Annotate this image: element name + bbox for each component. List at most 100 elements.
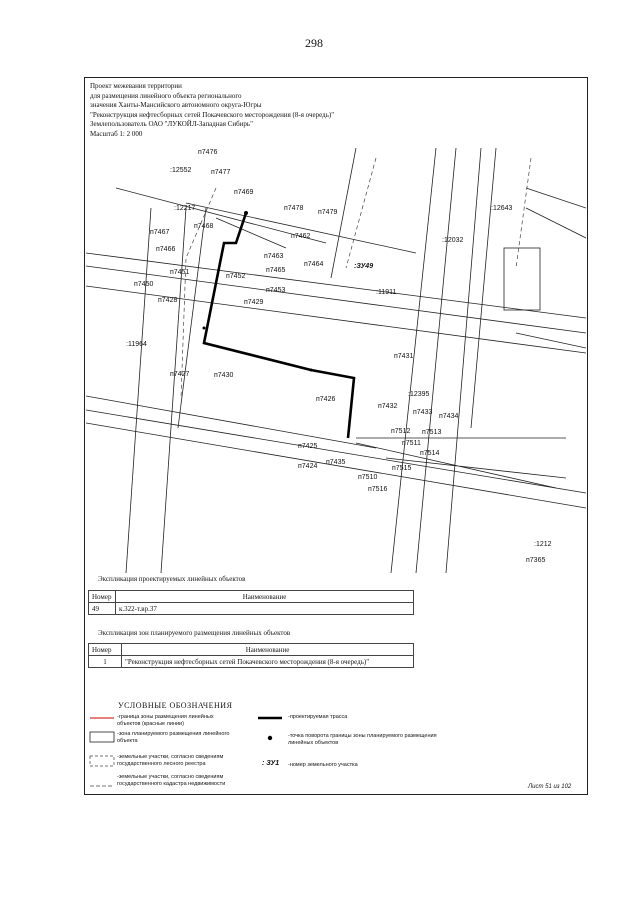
- table-cell: "Реконструкция нефтесборных сетей Покаче…: [121, 655, 414, 668]
- road-edge: [115, 187, 327, 244]
- road-edge: [215, 217, 287, 249]
- point-label: п7435: [326, 459, 345, 466]
- parcel-label: :11911: [376, 289, 396, 296]
- point-labels: п7476 п7477 п7469 п7478 п7479 п7468 п7462 п7467…: [134, 149, 545, 564]
- cadastre-boundary: [180, 187, 217, 399]
- legend-item: -точка поворота границы зоны планируемог…: [288, 733, 437, 746]
- point-label: п7469: [234, 189, 253, 196]
- legend-item: -номер земельного участка: [288, 762, 358, 768]
- road-edge: [86, 422, 586, 509]
- table-header-row: Номер Наименование: [88, 643, 414, 656]
- road-edge: [86, 395, 377, 449]
- point-label: п7429: [244, 299, 263, 306]
- point-label: п7452: [226, 273, 245, 280]
- point-label: п7433: [413, 409, 432, 416]
- table-row: 1 "Реконструкция нефтесборных сетей Пока…: [88, 655, 414, 668]
- page-number: 298: [305, 36, 323, 50]
- point-label: п7476: [198, 149, 217, 156]
- forest-parcel-symbol: [89, 755, 115, 767]
- parcel-edge: [515, 187, 586, 349]
- point-label: п7450: [134, 281, 153, 288]
- point-label: п7513: [422, 429, 441, 436]
- scale-line: Масштаб 1: 2 000: [90, 129, 143, 138]
- point-label: п7512: [391, 428, 410, 435]
- point-label: п7466: [156, 246, 175, 253]
- linear-objects-table: Номер Наименование 49 к.322-т.вр.37: [88, 590, 414, 615]
- table-row: 49 к.322-т.вр.37: [88, 602, 414, 615]
- title-line: Землепользователь ОАО "ЛУКОЙЛ-Западная С…: [90, 120, 253, 129]
- legend-item: -проектируемая трасса: [288, 714, 348, 720]
- column-header: Номер: [88, 590, 116, 603]
- road-edge: [185, 202, 417, 254]
- point-label: п7467: [150, 229, 169, 236]
- point-label: п7477: [211, 169, 230, 176]
- point-label: п7432: [378, 403, 397, 410]
- table-cell: 49: [88, 602, 116, 615]
- road-edge: [86, 252, 586, 319]
- parcel-edge: [330, 148, 357, 279]
- legend-symbols-left: [89, 717, 115, 787]
- legend-title: УСЛОВНЫЕ ОБОЗНАЧЕНИЯ: [118, 701, 233, 710]
- legend-symbols-right: [258, 716, 282, 741]
- point-label: п7426: [316, 396, 335, 403]
- sheet-number: Лист 51 из 102: [528, 784, 572, 790]
- turn-point-symbol: [267, 735, 273, 741]
- legend-item: -зона планируемого размещения линейного …: [117, 731, 230, 744]
- point-label: п7365: [526, 557, 545, 564]
- point-label: п7516: [368, 486, 387, 493]
- point-label: п7462: [291, 233, 310, 240]
- corridor-edge: [470, 148, 497, 429]
- point-label: п7510: [358, 474, 377, 481]
- parcel-edge: [177, 207, 207, 429]
- cadastre-boundary: [345, 157, 377, 269]
- title-line: Проект межевания территории: [90, 82, 182, 90]
- road-edge: [86, 285, 586, 354]
- point-label: п7427: [170, 371, 189, 378]
- point-label: п7434: [439, 413, 458, 420]
- parcel-label: :12217: [174, 205, 196, 212]
- title-line: для размещения линейного объекта региона…: [90, 91, 242, 100]
- point-label: п7425: [298, 443, 317, 450]
- legend-item: -земельные участки, согласно сведениям г…: [117, 754, 224, 767]
- legend-zone-sample: : ЗУ1: [262, 760, 280, 767]
- parcel-label: :12032: [442, 237, 464, 244]
- legend-item: -земельные участки, согласно сведениям г…: [117, 774, 226, 787]
- point-label: п7465: [266, 267, 285, 274]
- turn-point: [309, 368, 313, 372]
- parcel-edge: [125, 207, 152, 573]
- column-header: Номер: [88, 643, 122, 656]
- road-edge: [86, 265, 586, 334]
- corridor-edge: [445, 148, 482, 573]
- corridor-edge: [415, 148, 457, 573]
- turn-point: [202, 326, 206, 330]
- title-line: "Реконструкция нефтесборных сетей Покаче…: [90, 110, 335, 119]
- road-edge: [86, 409, 586, 494]
- zones-table: Номер Наименование 1 "Реконструкция нефт…: [88, 643, 414, 668]
- point-label: п7514: [420, 450, 439, 457]
- point-label: п7478: [284, 205, 303, 212]
- planned-route: [202, 212, 356, 439]
- point-label: п7451: [170, 269, 189, 276]
- table2-caption: Экспликация зон планируемого размещения …: [98, 629, 291, 637]
- parcel-label: :12643: [491, 205, 513, 212]
- column-header: Наименование: [115, 590, 414, 603]
- legend-item: -граница зоны размещения линейных объект…: [117, 714, 214, 727]
- column-header: Наименование: [121, 643, 414, 656]
- table-header-row: Номер Наименование: [88, 590, 414, 603]
- table-cell: к.322-т.вр.37: [115, 602, 414, 615]
- fan-lines: [355, 437, 567, 489]
- site-map[interactable]: п7476 п7477 п7469 п7478 п7479 п7468 п7462 п7467…: [86, 148, 586, 573]
- point-label: п7428: [158, 297, 177, 304]
- parcel-label: :11964: [126, 341, 147, 348]
- parcel-label: :12552: [170, 167, 192, 174]
- zone-symbol: [89, 731, 115, 743]
- point-label: п7424: [298, 463, 317, 470]
- title-line: значения Ханты-Мансийского автономного о…: [90, 101, 262, 110]
- point-label: п7511: [402, 440, 421, 447]
- drawing-frame: [84, 77, 588, 795]
- point-label: п7479: [318, 209, 337, 216]
- parcel-edge: [160, 207, 187, 573]
- table-cell: 1: [88, 655, 122, 668]
- point-label: п7468: [194, 223, 213, 230]
- zone-label: :ЗУ49: [354, 263, 373, 270]
